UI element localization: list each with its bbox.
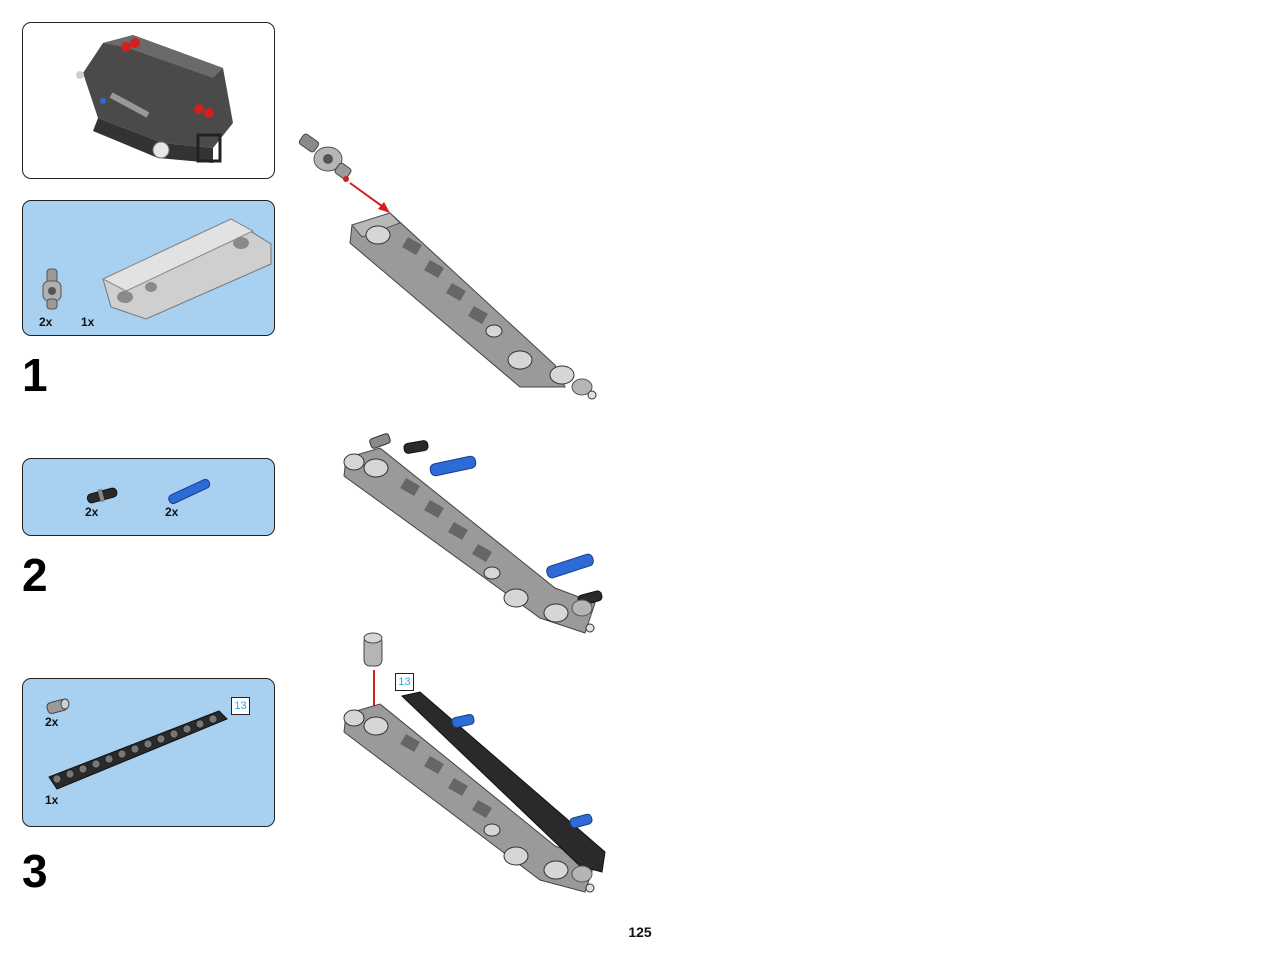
callout-beam-length: 13 xyxy=(395,673,414,691)
step-2-part-1-qty: 2x xyxy=(85,505,99,519)
subassembly-preview-image xyxy=(76,35,233,163)
step-3-parts-list: 2x 13 1x xyxy=(22,678,275,827)
step-1-part-2-qty: 1x xyxy=(81,315,95,329)
step-1-part-1-qty: 2x xyxy=(39,315,53,329)
step-3-part-1-qty: 2x xyxy=(45,715,59,729)
black-pin-icon xyxy=(86,487,118,504)
bush-icon xyxy=(46,698,70,714)
panel-beam-with-beam xyxy=(343,691,606,893)
step-3-build-illustration xyxy=(343,632,606,893)
connector-pin-icon xyxy=(42,268,62,310)
subassembly-preview-panel xyxy=(22,22,275,179)
beam-length-label: 13 xyxy=(231,697,250,715)
step-1-parts-list: 2x 1x xyxy=(22,200,275,336)
step-2-parts-list: 2x 2x xyxy=(22,458,275,536)
step-2-build-illustration xyxy=(343,433,603,634)
panel-beam-assembled xyxy=(349,212,597,400)
step-1-number: 1 xyxy=(22,349,48,401)
step-3-number: 3 xyxy=(22,845,48,897)
bush-falling xyxy=(363,632,383,667)
assembly-arrow-head xyxy=(378,202,390,213)
step-1-build-illustration xyxy=(298,133,597,400)
page-number: 125 xyxy=(628,924,652,940)
step-2-number: 2 xyxy=(22,549,48,601)
connector-pin-falling xyxy=(298,133,352,182)
step-2-part-2-qty: 2x xyxy=(165,505,179,519)
panel-beam-with-pins xyxy=(343,433,603,634)
beam-13-icon xyxy=(48,710,228,790)
panel-beam-icon xyxy=(101,218,272,320)
step-3-part-2-qty: 1x xyxy=(45,793,59,807)
blue-axle-pin-icon xyxy=(168,478,211,505)
assembly-arrow xyxy=(349,182,387,210)
